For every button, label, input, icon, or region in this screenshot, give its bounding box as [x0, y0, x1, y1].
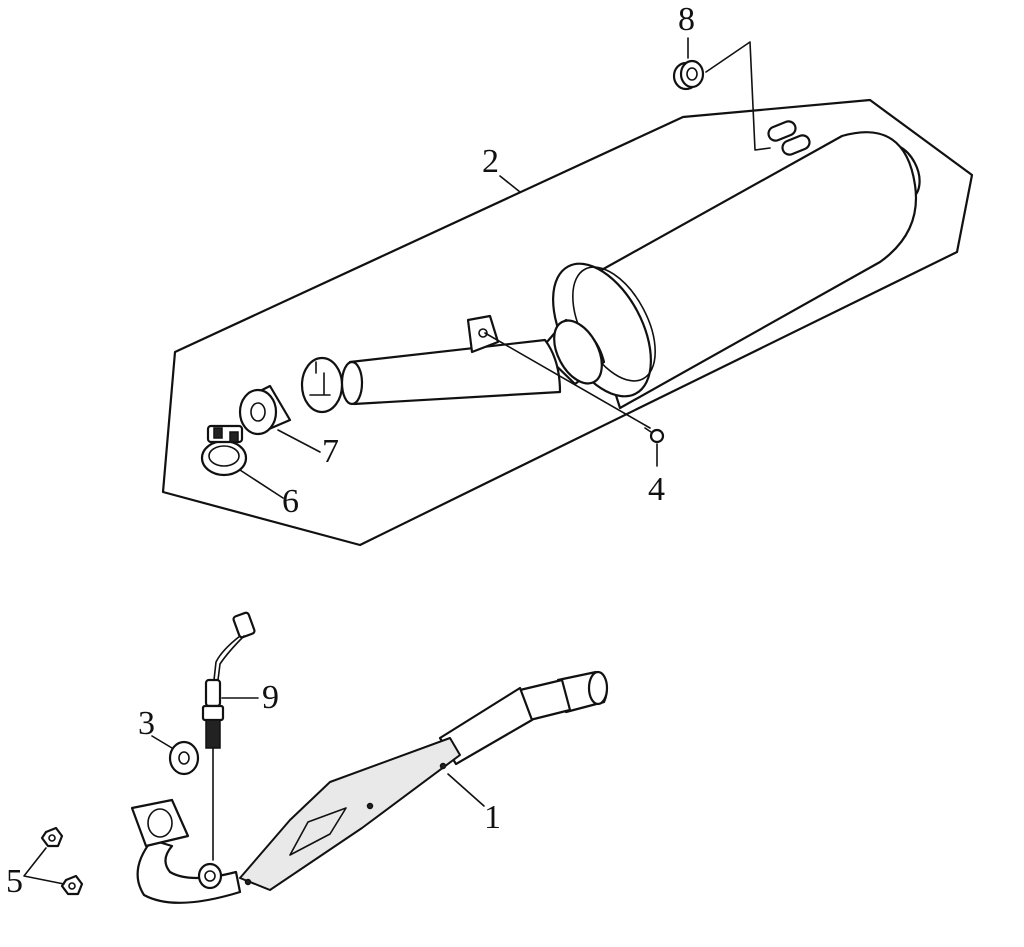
- muffler-assembly-boundary: [161, 98, 974, 547]
- muffler-assembly-leader: [499, 175, 521, 193]
- oxygen-sensor: [201, 611, 256, 749]
- callout-3: 3: [138, 705, 155, 742]
- nut-lower: [60, 874, 84, 896]
- sleeve: [238, 384, 292, 436]
- callout-7: 7: [322, 433, 339, 470]
- callout-9: 9: [262, 679, 279, 716]
- callout-6: 6: [282, 483, 299, 520]
- bolt-leader: [484, 332, 658, 467]
- callout-5: 5: [6, 863, 23, 900]
- clamp-leader: [239, 469, 284, 499]
- callout-8: 8: [678, 1, 695, 38]
- nut-leader: [23, 847, 65, 885]
- sleeve-leader: [277, 429, 321, 453]
- muffler-body: [300, 120, 921, 414]
- header-pipe-leader: [447, 773, 485, 807]
- callout-4: 4: [648, 471, 665, 508]
- gasket: [168, 740, 200, 776]
- muffler-hanger-pegs: [767, 120, 811, 156]
- clamp: [200, 424, 248, 477]
- oxygen-sensor-leader: [212, 697, 259, 861]
- gasket-leader: [151, 735, 173, 749]
- bolt: [644, 427, 665, 444]
- callout-2: 2: [482, 143, 499, 180]
- grommet-leader: [687, 37, 771, 151]
- exhaust-header-pipe: [130, 670, 609, 904]
- callout-1: 1: [484, 799, 501, 836]
- rubber-grommet: [672, 59, 705, 91]
- nut-upper: [40, 826, 64, 848]
